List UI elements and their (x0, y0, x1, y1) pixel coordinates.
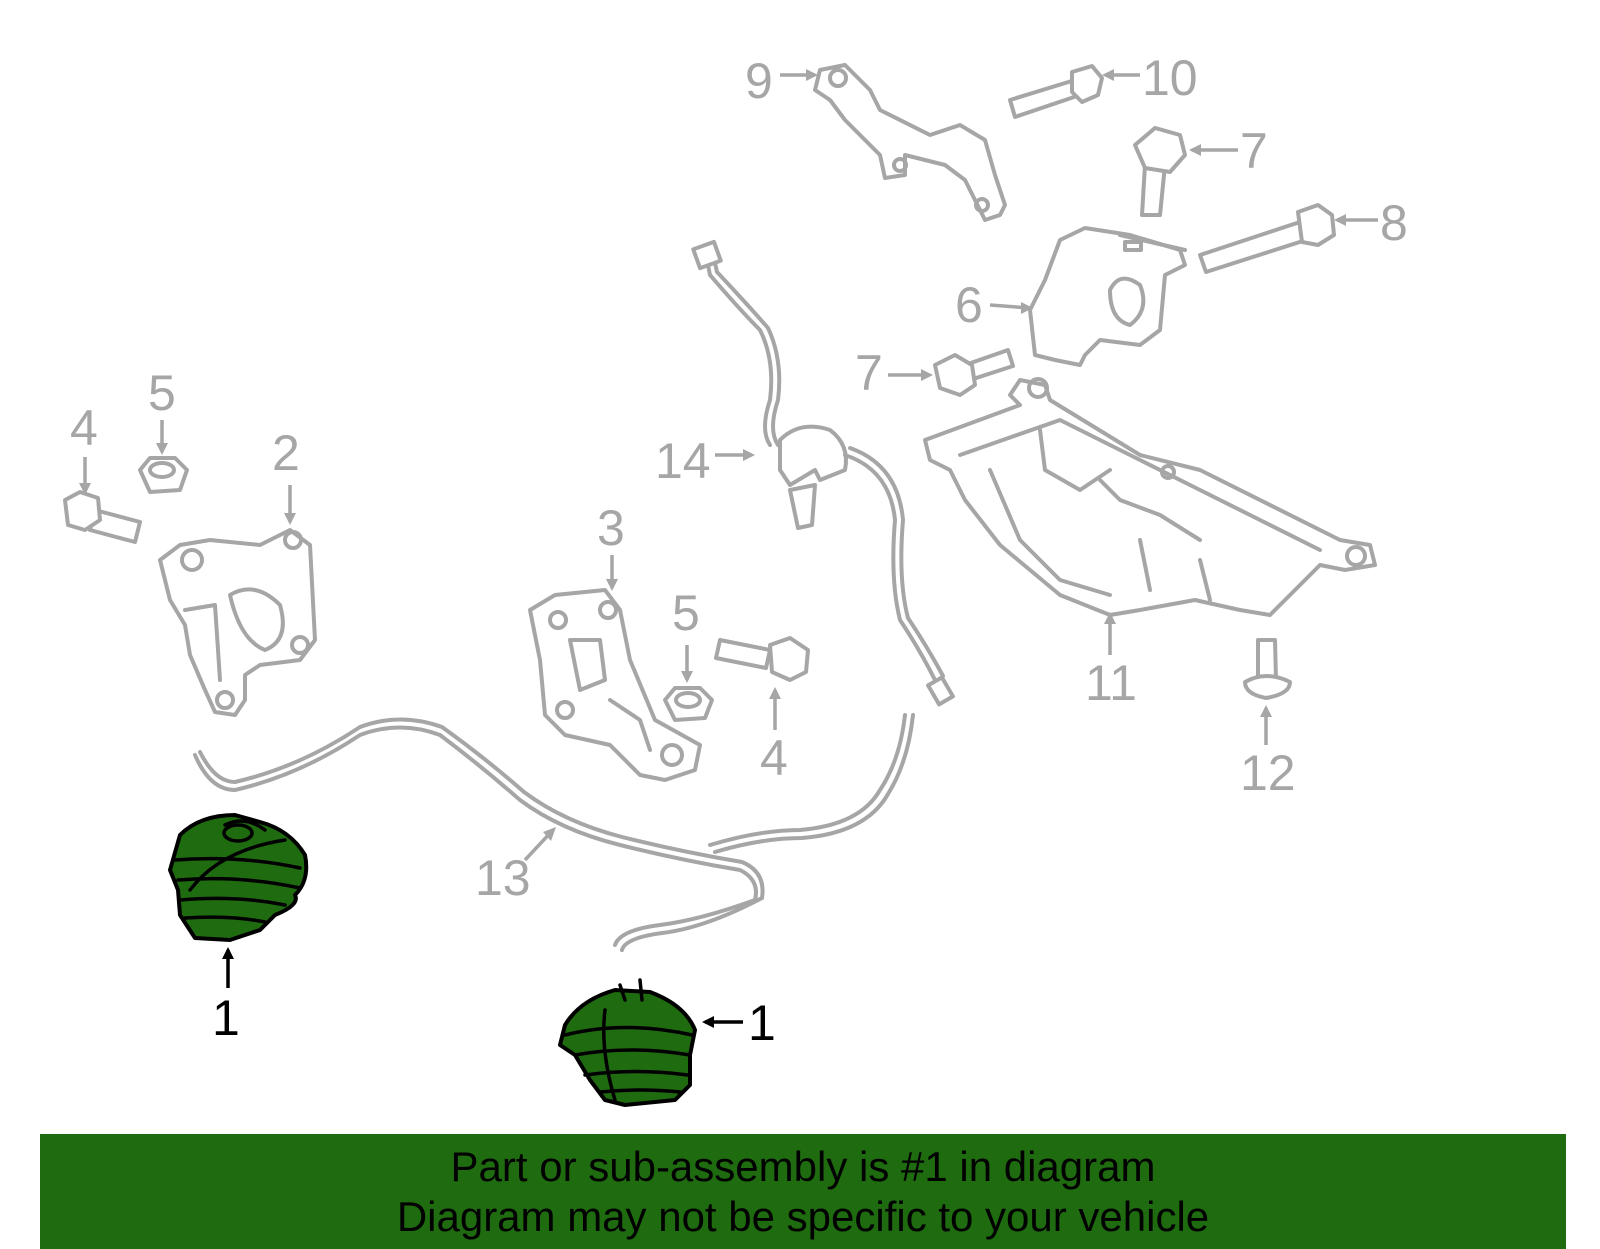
callout-2: 2 (272, 425, 300, 481)
callout-4-center: 4 (760, 730, 788, 786)
part-1-mount-right (558, 978, 697, 1107)
callout-1-right: 1 (748, 995, 776, 1051)
parts-diagram: 9 10 7 8 6 7 (63, 50, 1408, 1107)
part-11-crossmember (923, 377, 1377, 617)
part-6-mount (1028, 226, 1187, 367)
part-10-bolt (1008, 64, 1104, 119)
part-7-bolt-upper (1133, 126, 1187, 217)
callout-8: 8 (1380, 195, 1408, 251)
banner-line-part-info: Part or sub-assembly is #1 in diagram (450, 1143, 1156, 1190)
part-1-mount-left (168, 813, 309, 942)
part-3-bracket (528, 588, 702, 782)
callout-10: 10 (1142, 50, 1198, 106)
part-13-hose (193, 713, 915, 952)
part-7-bolt-lower (933, 348, 1015, 397)
callout-6: 6 (955, 277, 983, 333)
callout-9: 9 (745, 53, 773, 109)
callout-11: 11 (1085, 655, 1137, 711)
callout-5-left: 5 (148, 365, 176, 421)
part-14-harness (691, 239, 955, 707)
info-banner: Part or sub-assembly is #1 in diagram Di… (40, 1134, 1566, 1249)
callout-12: 12 (1240, 745, 1296, 801)
callout-3: 3 (597, 500, 625, 556)
callout-13: 13 (475, 850, 531, 906)
callout-1-left: 1 (212, 990, 240, 1046)
part-9-bracket (813, 63, 1007, 222)
part-2-bracket (158, 528, 317, 717)
callout-5-center: 5 (672, 585, 700, 641)
banner-line-disclaimer: Diagram may not be specific to your vehi… (396, 1193, 1210, 1240)
callout-14: 14 (655, 433, 711, 489)
part-5-nut-left (138, 456, 189, 494)
callout-7-upper: 7 (1240, 123, 1268, 179)
part-8-bolt (1198, 203, 1336, 274)
callout-7-lower: 7 (855, 345, 883, 401)
part-4-bolt-center (714, 636, 810, 682)
part-5-nut-center (663, 686, 714, 722)
part-4-bolt-left (63, 490, 142, 544)
part-12-stud (1243, 638, 1292, 700)
callout-4-left: 4 (70, 400, 98, 456)
